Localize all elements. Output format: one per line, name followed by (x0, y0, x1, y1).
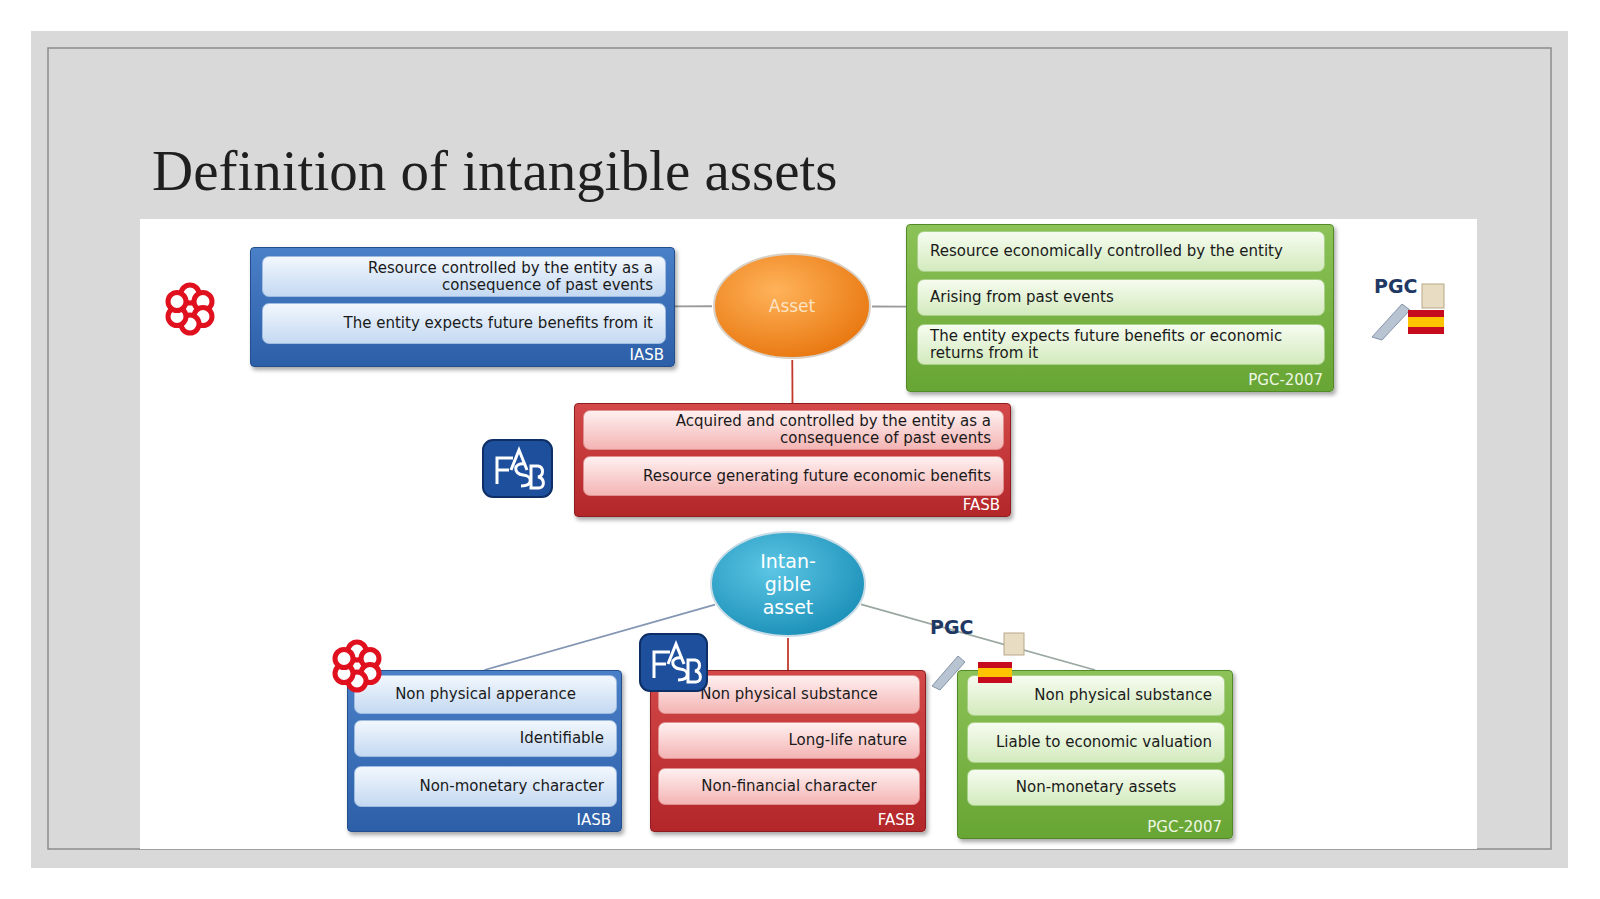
diagram-panel (140, 219, 1477, 849)
logo-ring (194, 308, 212, 326)
standard-label: IASB (630, 347, 665, 364)
logo-ring (168, 308, 186, 326)
criterion-bar: Non-financial character (658, 768, 920, 805)
criterion-text: Resource generating future economic bene… (596, 468, 991, 485)
criterion-bar: Resource economically controlled by the … (917, 231, 1325, 272)
logo-label: PGC (930, 616, 973, 638)
group-box: IASB Resource controlled by the entity as… (250, 247, 675, 367)
slide-border (48, 48, 1551, 849)
criterion-bar: Non-monetary assets (967, 769, 1225, 806)
flag-stripe (1408, 310, 1444, 317)
criterion-text: Resource controlled by the entity as a c… (275, 260, 653, 294)
criterion-text: Non-financial character (671, 778, 907, 795)
criterion-bar: Non physical substance (658, 675, 920, 714)
criterion-bar: The entity expects future benefits from … (262, 303, 666, 344)
standard-label: FASB (963, 497, 1000, 514)
connector-line (791, 360, 793, 403)
concept-ellipse: Asset (712, 252, 872, 360)
criterion-bar: Non physical apperance (354, 675, 617, 714)
criterion-text: Acquired and controlled by the entity as… (596, 413, 991, 447)
criterion-text: Non physical substance (671, 686, 907, 703)
criterion-bar: The entity expects future benefits or ec… (917, 324, 1325, 365)
criterion-text: Arising from past events (930, 289, 1312, 306)
group-box: PGC-2007 Non physical substanceLiable to … (957, 670, 1233, 839)
concept-ellipse: Intan- gible asset (709, 530, 867, 638)
criterion-text: Long-life nature (671, 732, 907, 749)
logo-ring (194, 293, 212, 311)
standard-label: FASB (878, 812, 915, 829)
group-box: PGC-2007 Resource economically controlled… (906, 224, 1334, 392)
pen-illustration (1372, 304, 1410, 340)
criterion-bar: Non-monetary character (354, 766, 617, 807)
logo-stroke (516, 464, 531, 486)
group-box: IASB Non physical apperanceIdentifiableNo… (347, 670, 622, 832)
criterion-bar: Arising from past events (917, 279, 1325, 316)
criterion-text: Non-monetary character (367, 778, 604, 795)
criterion-text: Non physical apperance (367, 686, 604, 703)
connector-line (675, 305, 712, 307)
flag-stripe (978, 662, 1012, 668)
connector-line (787, 638, 789, 670)
logo-stroke (531, 466, 543, 488)
logo-ring (181, 315, 199, 333)
fasb-logo (483, 440, 552, 497)
criterion-bar: Resource controlled by the entity as a c… (262, 256, 666, 297)
criterion-text: The entity expects future benefits from … (275, 315, 653, 332)
criterion-text: Non physical substance (980, 687, 1212, 704)
concept-text: Intan- gible asset (749, 550, 827, 619)
criterion-bar: Non physical substance (967, 675, 1225, 716)
logo-ring (361, 650, 379, 668)
flag-stripe (1408, 317, 1444, 327)
book-illustration (1422, 284, 1444, 308)
logo-ring (335, 650, 353, 668)
criterion-bar: Long-life nature (658, 722, 920, 759)
ellipse-outline (711, 532, 865, 636)
criterion-bar: Resource generating future economic bene… (583, 456, 1004, 496)
criterion-bar: Acquired and controlled by the entity as… (583, 410, 1004, 450)
connector-line (485, 605, 716, 670)
criterion-text: Liable to economic valuation (980, 734, 1212, 751)
logo-stroke (511, 450, 527, 470)
ellipse-outline (714, 254, 870, 358)
group-box: FASB Non physical substanceLong-life natu… (650, 670, 926, 832)
iasb-logo (168, 285, 212, 333)
flag-stripe (1408, 327, 1444, 334)
criterion-bar: Identifiable (354, 720, 617, 757)
logo-ring (348, 642, 366, 660)
criterion-text: Identifiable (367, 730, 604, 747)
criterion-text: Non-monetary assets (980, 779, 1212, 796)
slide-frame (31, 31, 1568, 868)
logo-stroke (497, 458, 513, 484)
logo-ring (168, 293, 186, 311)
slide-title: Definition of intangible assets (152, 138, 837, 203)
logo-ring (181, 285, 199, 303)
standard-label: IASB (577, 812, 612, 829)
standard-label: PGC-2007 (1248, 372, 1323, 389)
connector-line (872, 306, 906, 308)
logo-tile (483, 440, 552, 497)
logo-label: PGC (1374, 275, 1417, 297)
criterion-bar: Liable to economic valuation (967, 722, 1225, 763)
concept-text: Asset (732, 296, 852, 317)
connector-line (861, 604, 1095, 670)
logo-stroke (668, 644, 684, 664)
group-box: FASB Acquired and controlled by the entit… (574, 403, 1011, 517)
criterion-text: The entity expects future benefits or ec… (930, 328, 1312, 362)
book-illustration (1004, 633, 1024, 655)
standard-label: PGC-2007 (1147, 819, 1222, 836)
criterion-text: Resource economically controlled by the … (930, 243, 1312, 260)
